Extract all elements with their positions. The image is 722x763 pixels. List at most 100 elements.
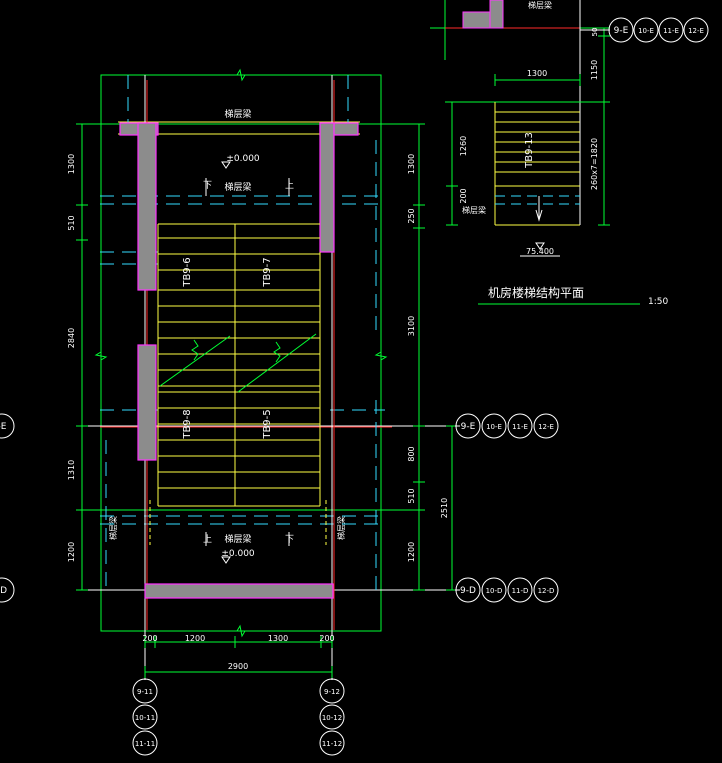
axis-bubble-bottom-left-2: 11-11 xyxy=(132,730,158,756)
break-symbol-right xyxy=(273,341,281,363)
axis-bubble-mid-0-label: 9-E xyxy=(461,422,476,432)
machine-dim-right-2: 1150 xyxy=(590,60,599,80)
axis-bubble-bottom-right-2: 11-12 xyxy=(319,730,345,756)
machine-top-beam-label: 梯层梁 xyxy=(528,0,552,10)
axis-bubble-mid-2-label: 11-E xyxy=(512,423,528,431)
axis-bubble-top-2: 11-E xyxy=(658,17,684,43)
axis-bubble-low-0-circle xyxy=(455,577,481,603)
axis-bubble-mid-0-circle xyxy=(455,413,481,439)
axis-bubble-low-3: 12-D xyxy=(533,577,559,603)
axis-bubble-low-3-label: 12-D xyxy=(538,587,555,595)
axis-bubble-low-0-label: 9-D xyxy=(460,586,476,596)
axis-bubble-bottom-right-1-label: 10-12 xyxy=(322,714,342,722)
stair-treads xyxy=(157,223,321,507)
axis-bubble-low-3-circle xyxy=(533,577,559,603)
axis-bubble-left-d: -D xyxy=(0,577,15,603)
flight-label-tb9-7: TB9-7 xyxy=(262,257,273,287)
dim-right-4: 800 xyxy=(407,446,416,461)
text-labels: 梯层梁 梯层梁 梯层梁 梯层梁 梯层梁 ±0.000 ±0.000 下 上 上 … xyxy=(67,0,668,671)
dim-left-3: 2840 xyxy=(67,328,76,348)
flight-label-tb9-5: TB9-5 xyxy=(262,409,273,439)
axis-bubble-top-3-circle xyxy=(683,17,709,43)
walls xyxy=(119,122,359,599)
axis-bubble-low-1-circle xyxy=(481,577,507,603)
axis-bubble-bottom-right-1-circle xyxy=(319,704,345,730)
break-mark-bottom xyxy=(236,624,246,638)
elevation-marker-top-icon xyxy=(221,161,231,169)
dim-left-5: 1200 xyxy=(67,542,76,562)
axis-bubble-bottom-left-0-circle xyxy=(132,678,158,704)
dim-bottom-4: 200 xyxy=(319,634,334,643)
axis-bubble-bottom-right-0-circle xyxy=(319,678,345,704)
axis-bubble-mid-1-label: 10-E xyxy=(486,423,502,431)
beam-label-middle: 梯层梁 xyxy=(224,181,251,193)
machine-room-plan xyxy=(430,0,640,305)
main-stair-plan xyxy=(80,68,455,680)
axis-bubble-bottom-left-2-circle xyxy=(132,730,158,756)
elevation-bottom: ±0.000 xyxy=(221,549,255,559)
dim-bottom-1: 200 xyxy=(142,634,157,643)
axis-bubble-bottom-left-1-label: 10-11 xyxy=(135,714,155,722)
break-symbol-left xyxy=(191,339,199,361)
machine-flight-label: TB9-13 xyxy=(524,132,535,169)
axis-bubble-top-1: 10-E xyxy=(633,17,659,43)
machine-plan-title: 机房楼梯结构平面 xyxy=(488,285,584,300)
machine-top-width: 1300 xyxy=(527,69,547,78)
axis-bubble-bottom-right-0-label: 9-12 xyxy=(324,688,340,696)
axis-bubble-left-d-circle xyxy=(0,577,15,603)
axis-bubble-mid-1: 10-E xyxy=(481,413,507,439)
dim-bottom-2: 1200 xyxy=(185,634,205,643)
dim-bottom-3: 1300 xyxy=(268,634,288,643)
dim-right-6: 1200 xyxy=(407,542,416,562)
break-mark-top xyxy=(236,68,246,82)
axis-bubble-mid-1-circle xyxy=(481,413,507,439)
machine-wall-2 xyxy=(489,0,504,29)
axis-bubble-top-0-circle xyxy=(608,17,634,43)
beam-label-top: 梯层梁 xyxy=(224,108,251,120)
beam-label-right-vertical: 梯层梁 xyxy=(336,516,346,540)
axis-bubble-bottom-right-0: 9-12 xyxy=(319,678,345,704)
machine-dim-left-1: 1260 xyxy=(459,136,468,156)
elevation-marker-bottom-icon xyxy=(221,556,231,564)
flight-mark-2: 上 xyxy=(285,180,294,191)
machine-beam-label: 梯层梁 xyxy=(462,205,486,215)
axis-bubble-top-2-circle xyxy=(658,17,684,43)
axis-bubble-mid-3-circle xyxy=(533,413,559,439)
flight-label-tb9-6: TB9-6 xyxy=(182,257,193,287)
machine-dim-left-2: 200 xyxy=(459,188,468,203)
dim-right-total: 2510 xyxy=(440,498,449,518)
machine-dim-right-1: 50 xyxy=(591,28,599,37)
elevation-top: ±0.000 xyxy=(226,154,260,164)
machine-dim-right-3: 260x7=1820 xyxy=(590,138,599,190)
dim-left-4: 1310 xyxy=(67,460,76,480)
flight-mark-4: 下 xyxy=(285,535,294,545)
axis-bubble-top-3-label: 12-E xyxy=(688,27,704,35)
axis-bubble-bottom-right-1: 10-12 xyxy=(319,704,345,730)
flight-label-tb9-8: TB9-8 xyxy=(182,409,193,439)
axis-bubble-left-e: -E xyxy=(0,413,15,439)
dim-bottom-total: 2900 xyxy=(228,662,248,671)
axis-bubble-bottom-left-0-label: 9-11 xyxy=(137,688,153,696)
axis-bubble-top-1-circle xyxy=(633,17,659,43)
axis-bubble-bottom-left-0: 9-11 xyxy=(132,678,158,704)
dim-left-2: 510 xyxy=(67,215,76,230)
axis-bubble-low-1: 10-D xyxy=(481,577,507,603)
axis-bubble-top-3: 12-E xyxy=(683,17,709,43)
axis-bubble-top-0: 9-E xyxy=(608,17,634,43)
machine-stair-treads xyxy=(494,102,580,226)
axis-bubble-low-2-circle xyxy=(507,577,533,603)
axis-bubble-top-1-label: 10-E xyxy=(638,27,654,35)
axis-bubble-bottom-right-2-label: 11-12 xyxy=(322,740,342,748)
axis-bubble-top-2-label: 11-E xyxy=(663,27,679,35)
axis-bubble-low-2-label: 11-D xyxy=(512,587,529,595)
axis-bubble-left-e-circle xyxy=(0,413,15,439)
break-mark-right xyxy=(374,351,388,361)
dim-right-3: 3100 xyxy=(407,316,416,336)
axis-bubble-bottom-left-1-circle xyxy=(132,704,158,730)
axis-bubble-low-2: 11-D xyxy=(507,577,533,603)
axis-bubble-mid-2-circle xyxy=(507,413,533,439)
axis-bubble-left-d-label: -D xyxy=(0,586,7,596)
beam-label-bottom: 梯层梁 xyxy=(224,533,251,545)
